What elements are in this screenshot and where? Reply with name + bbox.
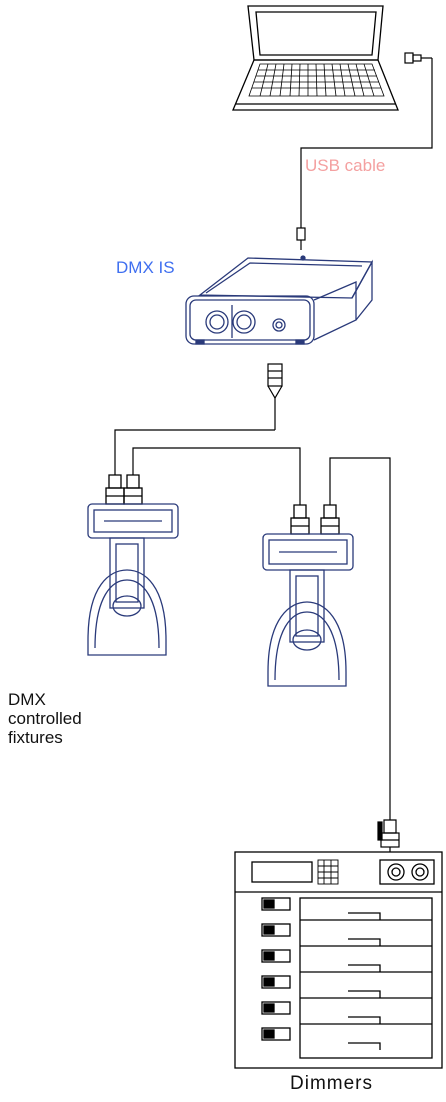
laptop-icon (232, 5, 399, 111)
fixtures-label: DMX controlled fixtures (8, 690, 82, 747)
moving-head-fixture-2-icon (262, 504, 354, 687)
dmx-cable (114, 429, 391, 820)
usb-plug-icon (404, 52, 432, 64)
usb-cable (296, 58, 433, 250)
dimmer-rack-icon (234, 851, 443, 1069)
fixtures-label-line-3: fixtures (8, 728, 63, 747)
fixtures-label-line-1: DMX (8, 690, 46, 709)
usb-cable-label: USB cable (305, 156, 386, 175)
dimmer-input-plug-icon (377, 819, 400, 852)
moving-head-fixture-1-icon (87, 474, 179, 656)
dmx-output-plug-icon (267, 363, 283, 430)
dmxis-interface-icon (185, 255, 374, 345)
fixtures-label-line-2: controlled (8, 709, 82, 728)
dmxis-label: DMX IS (116, 258, 175, 277)
dimmers-label: Dimmers (290, 1073, 373, 1094)
